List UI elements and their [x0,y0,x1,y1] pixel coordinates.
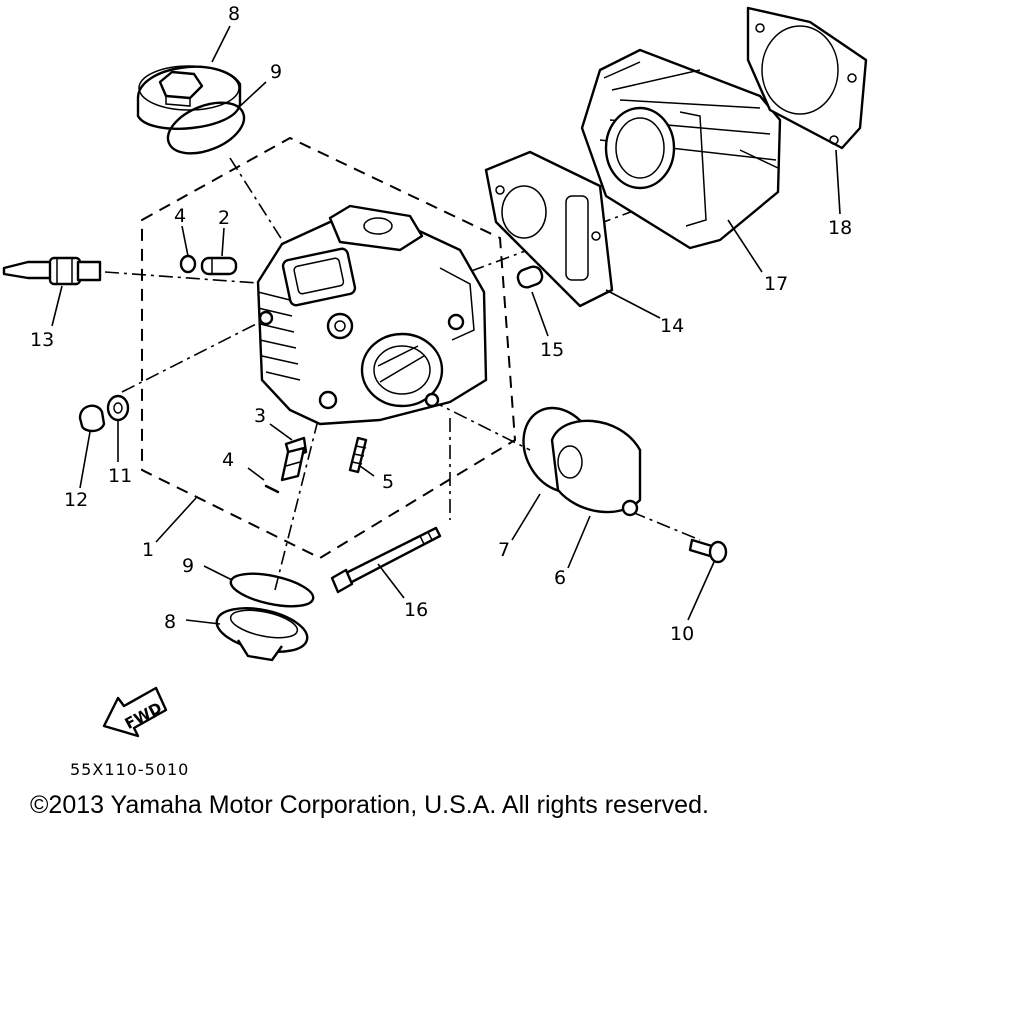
callout-15: 15 [540,339,564,361]
dowel-pin-2 [200,256,238,276]
callout-11: 11 [108,465,132,487]
callout-6: 6 [554,567,566,589]
callout-4-top: 4 [174,205,186,227]
callout-9-top: 9 [270,61,282,83]
callout-7: 7 [498,539,510,561]
callout-12: 12 [64,489,88,511]
callout-18: 18 [828,217,852,239]
side-cover [550,419,642,517]
stud-bolt [348,436,368,474]
cylinder [580,48,782,250]
o-ring-top [166,101,246,155]
valve-guide [280,436,308,482]
head-gasket [484,150,614,308]
fwd-arrow-icon: FWD [102,686,168,738]
callout-4-bottom: 4 [222,449,234,471]
callout-2: 2 [218,207,230,229]
callout-10: 10 [670,623,694,645]
callout-5: 5 [382,471,394,493]
washer [106,394,130,422]
callout-17: 17 [764,273,788,295]
callout-14: 14 [660,315,684,337]
clip-4 [264,484,280,494]
callout-8-bottom: 8 [164,611,176,633]
base-gasket [746,6,868,150]
callout-8-top: 8 [228,3,240,25]
o-ring-bottom [229,572,315,608]
cap-nut [78,404,106,433]
cylinder-head-assembly-boundary [141,136,517,560]
callout-numbers: 8 9 4 2 13 3 4 5 12 11 1 9 8 16 7 6 10 1… [30,3,852,645]
callout-9-bottom: 9 [182,555,194,577]
cylinder-head [256,204,488,426]
callout-1: 1 [142,539,154,561]
callout-13: 13 [30,329,54,351]
cylinder-bolt [330,526,442,594]
callout-16: 16 [404,599,428,621]
cylinder-dowel [516,265,544,289]
callout-3: 3 [254,405,266,427]
oil-filler-cap-top [136,65,242,130]
diagram-part-code: 55X110-5010 [70,760,190,779]
copyright-notice: ©2013 Yamaha Motor Corporation, U.S.A. A… [30,791,709,819]
spark-plug [2,256,102,286]
oil-filler-cap-bottom [215,607,309,662]
leader-lines [51,25,841,625]
cover-screw [688,538,728,564]
dowel-pin-top [179,254,197,274]
